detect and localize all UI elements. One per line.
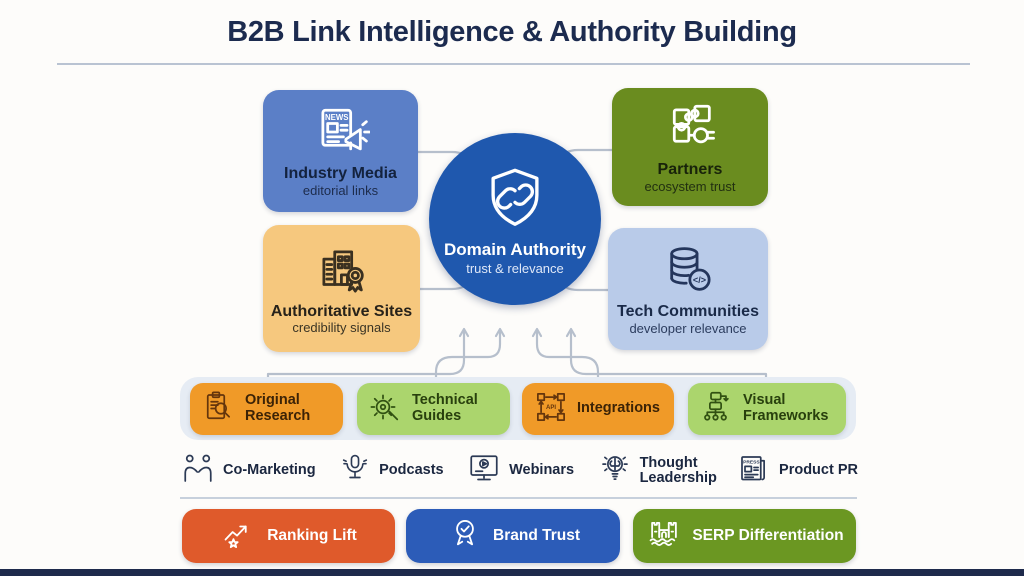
outcome-ranking-lift: Ranking Lift <box>182 509 395 563</box>
title-divider <box>57 63 970 65</box>
press-newspaper-icon: PRESS <box>736 451 779 492</box>
activity-podcasts: Podcasts <box>338 452 444 491</box>
outcome-brand-trust: Brand Trust <box>406 509 620 563</box>
api-nodes-icon: API <box>533 389 577 430</box>
asset-label: Integrations <box>577 400 660 417</box>
node-partners: Partners ecosystem trust <box>612 88 768 206</box>
activity-label: Thought Leadership <box>639 454 717 486</box>
shield-link-icon <box>480 163 550 238</box>
node-subtitle: ecosystem trust <box>644 178 736 194</box>
asset-original-research: Original Research <box>190 383 343 435</box>
node-subtitle: credibility signals <box>292 320 391 336</box>
lightbulb-brain-icon <box>597 451 640 492</box>
hub-title: Domain Authority <box>444 239 586 259</box>
puzzle-plug-icon <box>661 99 719 157</box>
activity-label: Product PR <box>779 462 858 479</box>
svg-text:NEWS: NEWS <box>325 113 349 122</box>
asset-label: Original Research <box>245 392 311 424</box>
node-title: Industry Media <box>284 165 397 183</box>
asset-technical-guides: Technical Guides <box>357 383 510 435</box>
hub-subtitle: trust & relevance <box>466 260 564 276</box>
svg-text:</>: </> <box>693 275 706 285</box>
activity-product-pr: PRESS Product PR <box>736 451 858 492</box>
activity-label: Co-Marketing <box>223 462 316 479</box>
asset-integrations: API Integrations <box>522 383 674 435</box>
node-subtitle: editorial links <box>302 182 379 198</box>
node-authoritative-sites: Authoritative Sites credibility signals <box>263 225 420 352</box>
flowchart-icon <box>699 389 743 430</box>
gear-wrench-icon <box>368 389 412 430</box>
page-title: B2B Link Intelligence & Authority Buildi… <box>227 16 797 48</box>
handshake-people-icon <box>180 451 223 492</box>
buildings-award-icon <box>313 241 371 299</box>
monitor-play-icon <box>466 451 509 492</box>
node-subtitle: developer relevance <box>629 320 747 336</box>
database-code-icon: </> <box>659 241 717 299</box>
outcome-label: Ranking Lift <box>267 527 357 544</box>
activities-row: Co-Marketing Podcasts <box>180 448 858 494</box>
activity-label: Podcasts <box>379 462 444 479</box>
asset-visual-frameworks: Visual Frameworks <box>688 383 846 435</box>
outcome-label: SERP Differentiation <box>692 527 844 544</box>
node-title: Authoritative Sites <box>270 302 413 320</box>
svg-text:API: API <box>546 405 556 411</box>
svg-text:PRESS: PRESS <box>743 459 760 465</box>
clipboard-magnifier-icon <box>201 389 245 430</box>
castle-moat-icon <box>645 515 692 558</box>
newspaper-megaphone-icon: NEWS <box>312 103 370 161</box>
node-domain-authority: Domain Authority trust & relevance <box>429 133 601 305</box>
outcome-label: Brand Trust <box>493 527 580 544</box>
asset-label: Technical Guides <box>412 392 478 424</box>
microphone-icon <box>338 452 379 491</box>
node-title: Partners <box>657 161 723 179</box>
trend-star-icon <box>220 515 267 558</box>
badge-check-icon <box>446 515 493 558</box>
node-tech-communities: </> Tech Communities developer relevance <box>608 228 768 350</box>
activities-separator <box>180 497 857 499</box>
activity-co-marketing: Co-Marketing <box>180 451 316 492</box>
activity-thought-leadership: Thought Leadership <box>597 451 717 492</box>
outcome-serp-differentiation: SERP Differentiation <box>633 509 856 563</box>
node-title: Tech Communities <box>617 303 759 321</box>
bottom-accent-bar <box>0 569 1024 576</box>
activity-webinars: Webinars <box>466 451 574 492</box>
asset-label: Visual Frameworks <box>743 392 829 424</box>
activity-label: Webinars <box>509 462 575 479</box>
node-industry-media: NEWS Industry Media editorial links <box>263 90 418 212</box>
